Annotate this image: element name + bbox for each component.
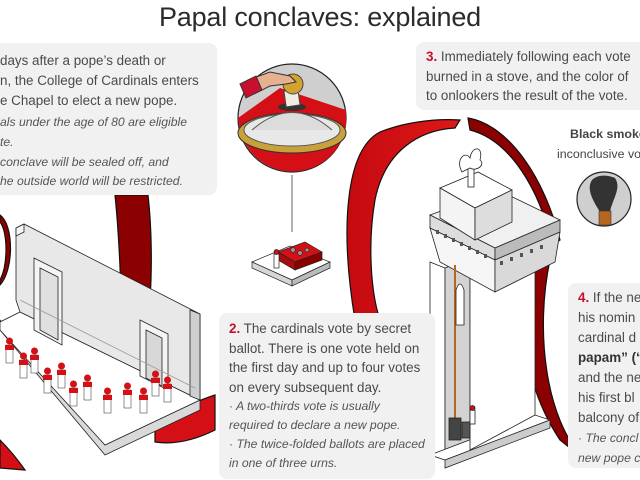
step-1-note-3: conclave will be sealed off, and [0,155,169,169]
black-smoke-illustration [576,171,632,227]
smoke-caption-line-2: inconclusive vo [557,147,640,161]
step-3-line-3: to onlookers the result of the vote. [426,88,628,103]
step-3-box: 3. Immediately following each vote burne… [416,42,640,110]
ribbon-center-big [346,119,462,321]
stove [448,417,462,441]
stove-building-illustration [428,148,561,469]
page-title: Papal conclaves: explained [158,2,482,32]
step-4-bold-line: papam” (“ [578,350,640,365]
urn-table-illustration [251,241,331,287]
step-4-box: 4. If the ne his nomin cardinal d papam”… [568,283,640,468]
cardinals-procession [5,337,172,414]
chapel-illustration [0,223,201,456]
step-2-body: The cardinals vote by secret ballot. The… [229,321,421,395]
step-4-note-2: new pope c [578,451,640,465]
step-1-line-2: n, the College of Cardinals enters [0,73,199,88]
step-4-line-7: balcony of [578,410,640,425]
step-1-box: days after a pope’s death or n, the Coll… [0,43,217,195]
ribbon-left-arc [0,214,12,286]
ballot-urn-illustration [237,63,347,232]
smoke-caption-line-1: Black smoke [570,127,640,141]
white-smoke [459,148,483,173]
step-1-line-3: e Chapel to elect a new pope. [0,93,178,108]
step-4-line-2: his nomin [578,310,636,325]
ribbon-bottom-left [0,439,27,471]
step-2-box: 2. The cardinals vote by secret ballot. … [219,313,435,479]
step-2-text: 2. The cardinals vote by secret ballot. … [229,319,425,397]
step-4-line-1: If the ne [592,290,640,305]
smoke-caption: Black smoke inconclusive vo [540,124,640,164]
step-3-line-1: Immediately following each vote [440,49,631,64]
step-3-line-2: burned in a stove, and the color of [426,68,629,84]
step-4-number: 4. [578,290,590,305]
step-1-line-1: days after a pope’s death or [0,53,166,68]
step-1-note-1: als under the age of 80 are eligible [0,115,188,129]
step-4-note-1: · The concl [578,431,639,445]
step-4-line-3: cardinal d [578,330,637,345]
step-4-line-5: and the ne [578,370,640,385]
step-1-note-4: he outside world will be restricted. [0,174,183,188]
step-4-line-6: his first bl [578,390,635,405]
step-2-note-2: · The twice-folded ballots are placed in… [229,437,425,470]
step-3-number: 3. [426,49,438,64]
step-2-note-1: · A two-thirds vote is usually required … [229,399,401,432]
step-2-number: 2. [229,321,241,336]
step-1-note-2: te. [0,135,14,149]
